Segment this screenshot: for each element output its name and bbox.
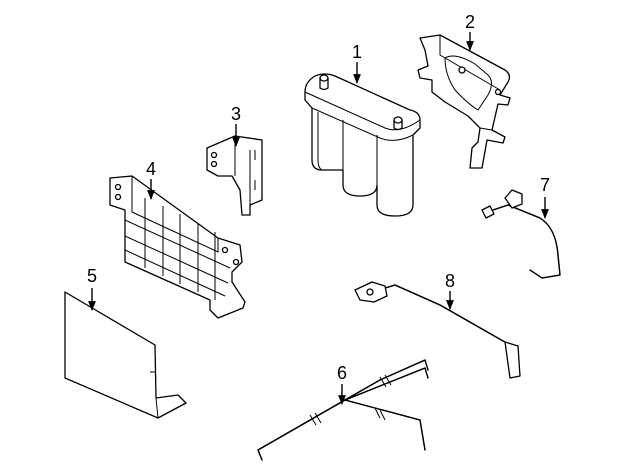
callout-7: 7 bbox=[539, 175, 550, 195]
positive-cable[interactable] bbox=[354, 281, 521, 379]
callout-4: 4 bbox=[145, 159, 156, 179]
battery[interactable] bbox=[304, 73, 421, 217]
callout-2: 2 bbox=[464, 12, 475, 32]
callout-1: 1 bbox=[351, 42, 362, 62]
battery-tray-bracket[interactable] bbox=[417, 34, 511, 169]
hold-down-bracket[interactable] bbox=[206, 135, 263, 216]
callout-8: 8 bbox=[444, 271, 455, 291]
heat-shield[interactable] bbox=[109, 175, 246, 319]
callout-3: 3 bbox=[230, 104, 241, 124]
negative-cable[interactable] bbox=[481, 189, 561, 279]
callout-6: 6 bbox=[336, 363, 347, 383]
battery-insulator[interactable] bbox=[64, 291, 187, 419]
wiring-harness[interactable] bbox=[257, 359, 429, 461]
callout-5: 5 bbox=[86, 266, 97, 286]
